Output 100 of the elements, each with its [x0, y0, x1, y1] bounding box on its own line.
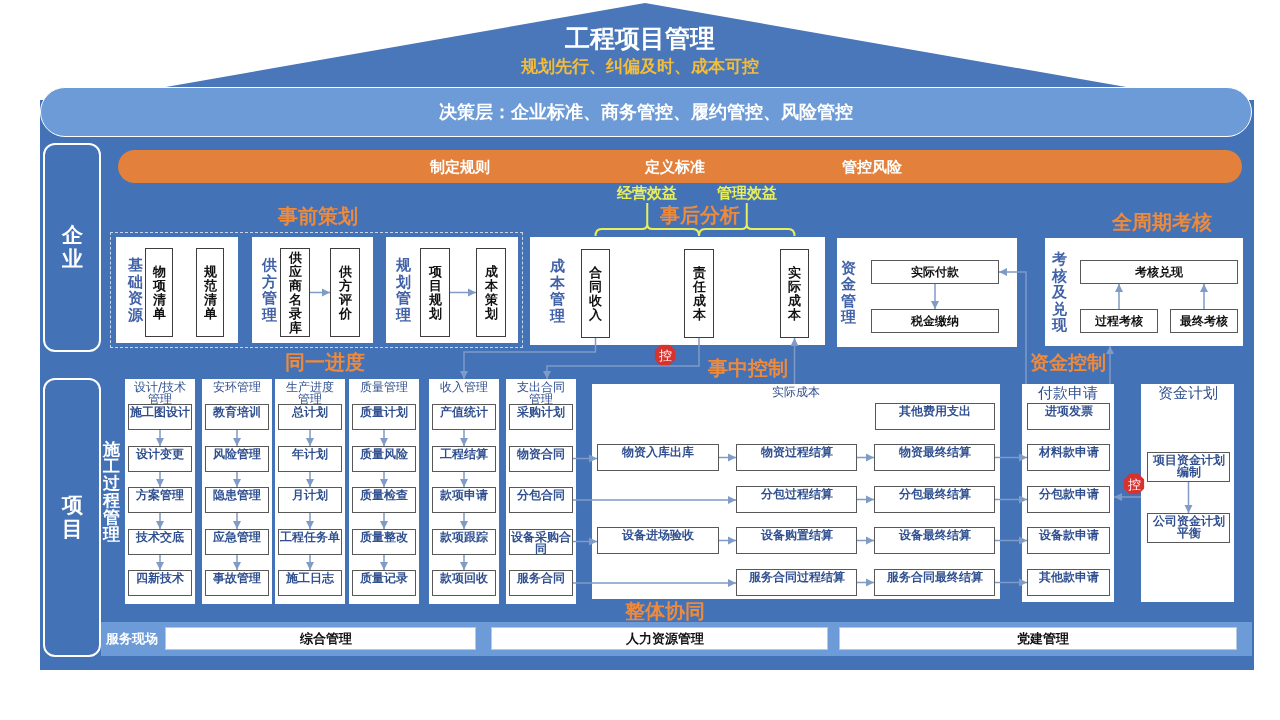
- process-box: [278, 446, 342, 472]
- process-box: [1027, 569, 1110, 596]
- arrow: [460, 471, 468, 488]
- step-label: 设备购置结算: [759, 530, 834, 542]
- step-label: 施工图设计: [129, 407, 191, 419]
- step-label: 物资合同: [516, 449, 566, 461]
- step-label: 事故管理: [212, 573, 262, 585]
- process-box: [509, 487, 573, 513]
- column-panel: [275, 379, 345, 604]
- process-box: [874, 527, 995, 554]
- phase-heading: 事前策划: [278, 206, 358, 226]
- group-heading: 基础资源: [128, 257, 143, 323]
- step-label: 分包最终结算: [897, 489, 972, 501]
- process-box: [684, 249, 714, 338]
- section-label: 项目: [61, 494, 83, 541]
- step-label: 项目规划: [428, 264, 442, 321]
- step-label: 款项回收: [439, 573, 489, 585]
- process-box: [875, 403, 995, 430]
- step-label: 隐患管理: [212, 490, 262, 502]
- arrow: [460, 512, 468, 530]
- process-box: [1170, 309, 1238, 333]
- group-heading: 资金管理: [841, 259, 856, 326]
- column-panel: [592, 384, 1000, 599]
- panel-heading: 质量管理: [359, 381, 409, 394]
- process-box: [871, 309, 999, 333]
- phase-heading: 事中控制: [708, 358, 788, 378]
- step-label: 供应商名录库: [288, 250, 302, 335]
- process-box: [509, 570, 573, 596]
- column-panel: [202, 379, 272, 604]
- arrow: [572, 579, 737, 587]
- column-panel: [1141, 384, 1234, 602]
- column-panel: [1022, 384, 1114, 602]
- step-label: 物资过程结算: [759, 447, 834, 459]
- step-label: 实际成本: [788, 265, 801, 322]
- group-frame: [110, 232, 523, 348]
- arrow: [306, 554, 314, 571]
- arrow: [994, 495, 1028, 504]
- arrow: [856, 495, 875, 504]
- step-label: 实际付款: [910, 265, 960, 279]
- arrow: [309, 288, 331, 297]
- step-label: 质量记录: [359, 573, 409, 585]
- arrow: [856, 578, 875, 587]
- arrow: [718, 453, 737, 462]
- step-label: 工程任务单: [279, 532, 341, 544]
- process-box: [491, 627, 828, 650]
- step-label: 项目资金计划编制: [1151, 455, 1226, 479]
- process-box: [1027, 527, 1110, 554]
- step-label: 工程结算: [439, 449, 489, 461]
- arrow: [931, 283, 939, 310]
- step-label: 综合管理: [298, 629, 353, 648]
- step-label: 最终考核: [1179, 314, 1229, 328]
- arrow: [994, 536, 1028, 545]
- arrow: [380, 512, 388, 530]
- arrow: [156, 429, 164, 447]
- decision-band: [40, 87, 1252, 137]
- step-label: 服务合同过程结算: [747, 572, 846, 584]
- panel-heading: 安环管理: [212, 381, 262, 394]
- process-box: [128, 487, 192, 513]
- process-box: [432, 404, 496, 430]
- group-panel: [1045, 238, 1243, 346]
- arrow: [449, 288, 477, 297]
- arrow: [1200, 283, 1208, 310]
- section-label: 企业: [61, 224, 83, 271]
- step-label: 总计划: [290, 407, 329, 419]
- arrow: [380, 429, 388, 447]
- step-label: 物资最终结算: [897, 447, 972, 459]
- process-box: [128, 446, 192, 472]
- process-box: [205, 446, 269, 472]
- process-box: [874, 569, 995, 596]
- step-label: 月计划: [291, 490, 329, 502]
- step-label: 产值统计: [439, 407, 489, 419]
- group-panel: [252, 237, 373, 343]
- step-label: 供方评价: [338, 264, 352, 321]
- step-label: 四新技术: [135, 573, 185, 585]
- process-box: [736, 569, 857, 596]
- arrow: [856, 453, 875, 462]
- arrow: [233, 429, 241, 447]
- side-heading: 施工过程管理: [102, 441, 120, 543]
- process-box: [1080, 260, 1238, 284]
- step-label: 分包过程结算: [759, 489, 834, 501]
- process-box: [128, 529, 192, 555]
- group-panel: [386, 237, 518, 343]
- step-label: 过程考核: [1094, 314, 1144, 328]
- group-heading: 成本管理: [550, 258, 565, 324]
- step-label: 责任成本: [692, 265, 706, 322]
- process-box: [597, 527, 719, 554]
- process-box: [420, 248, 450, 337]
- process-box: [871, 260, 999, 284]
- step-label: 方案管理: [135, 490, 185, 502]
- arrow: [380, 471, 388, 488]
- process-box: [581, 249, 610, 338]
- section-box: [43, 378, 101, 657]
- step-label: 人力资源管理: [624, 629, 705, 648]
- process-box: [352, 529, 416, 555]
- process-box: [128, 570, 192, 596]
- process-box: [205, 570, 269, 596]
- step-label: 分包款申请: [1037, 489, 1100, 501]
- arrow: [460, 429, 468, 447]
- step-label: 其他款申请: [1037, 572, 1100, 584]
- diagram-title: 工程项目管理: [565, 25, 715, 51]
